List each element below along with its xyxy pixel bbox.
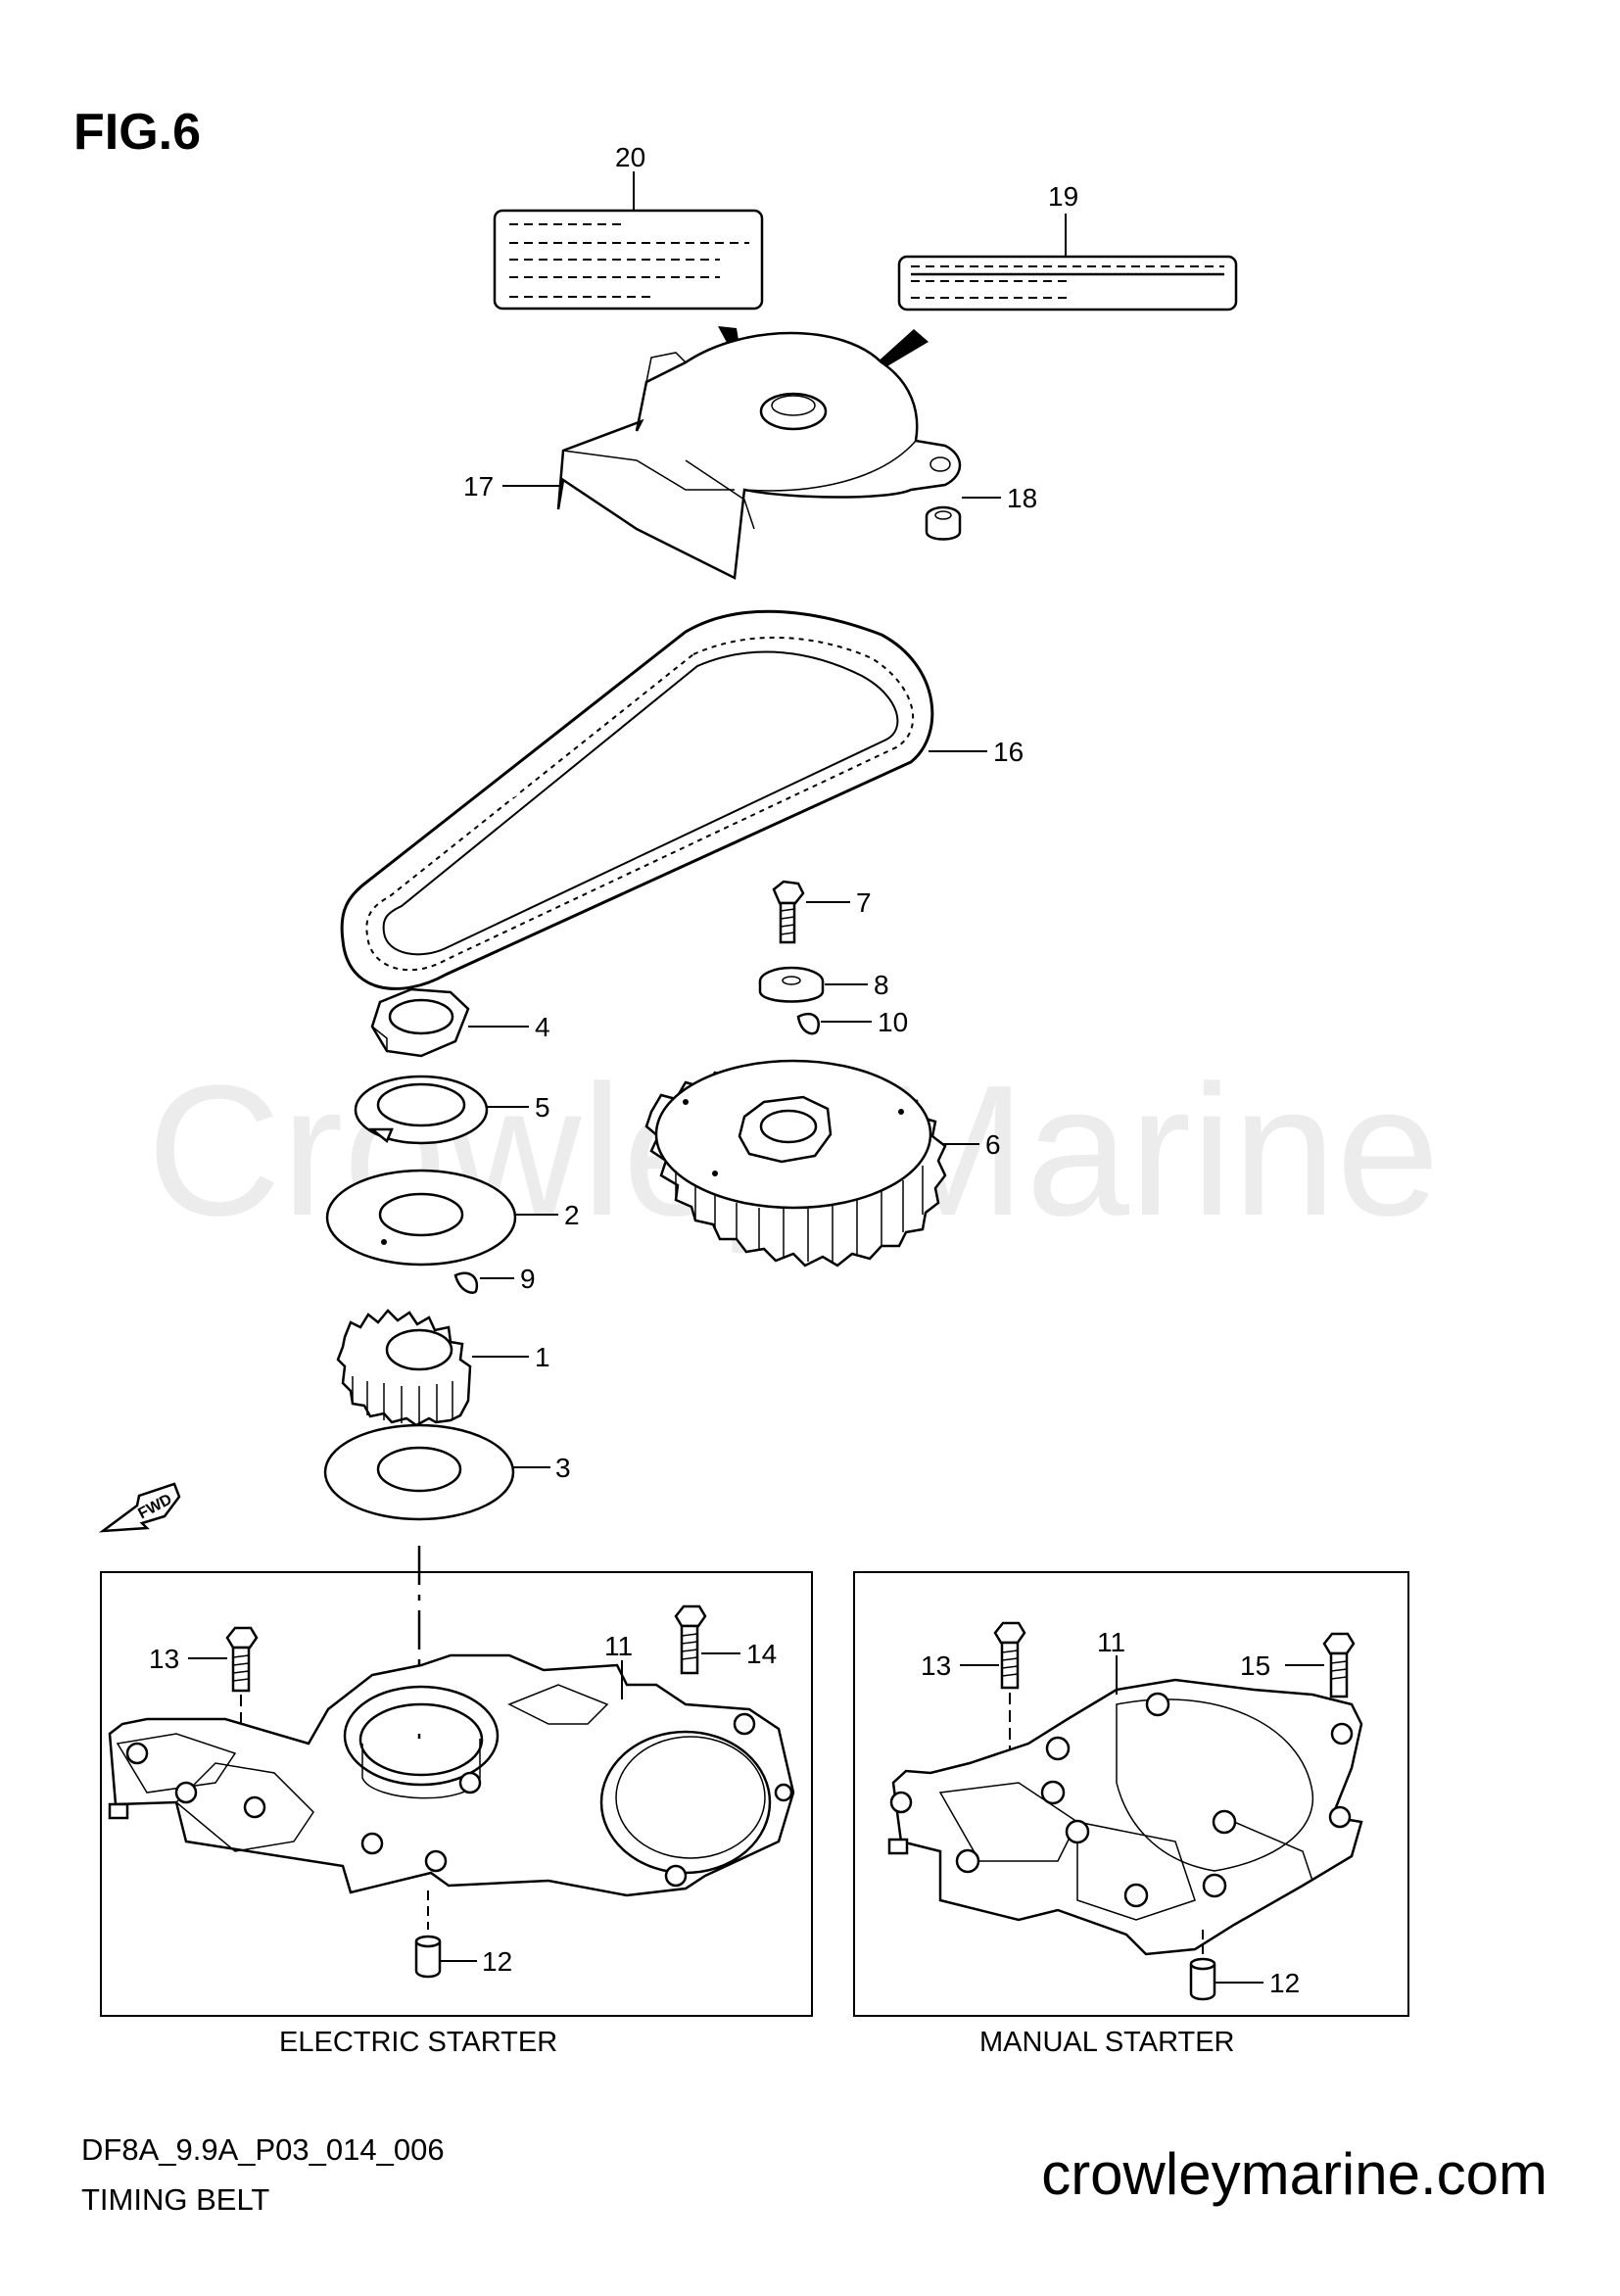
callout-20: 20 xyxy=(615,142,645,172)
diagram-code: DF8A_9.9A_P03_014_006 xyxy=(81,2132,445,2167)
callout-6: 6 xyxy=(985,1129,1001,1160)
callout-13-electric: 13 xyxy=(149,1644,179,1674)
part-timing-cover-17 xyxy=(556,331,962,580)
part-cylinder-cover-11-manual xyxy=(887,1678,1363,1956)
website-link[interactable]: crowleymarine.com xyxy=(1041,2141,1548,2207)
callout-10: 10 xyxy=(878,1007,908,1037)
part-cam-pulley-6 xyxy=(644,1059,947,1268)
inset-frame-manual xyxy=(853,1571,1409,2017)
callout-4: 4 xyxy=(535,1012,550,1042)
callout-18: 18 xyxy=(1007,483,1037,513)
part-nut-4 xyxy=(370,987,470,1058)
callout-16: 16 xyxy=(993,737,1024,767)
part-key-9 xyxy=(453,1271,479,1294)
callout-3: 3 xyxy=(555,1453,571,1483)
callout-19: 19 xyxy=(1048,181,1078,212)
callout-17: 17 xyxy=(463,471,494,502)
callout-12-manual: 12 xyxy=(1269,1968,1300,1998)
caption-electric-starter: ELECTRIC STARTER xyxy=(279,2027,557,2058)
caption-manual-starter: MANUAL STARTER xyxy=(979,2027,1235,2058)
callout-8: 8 xyxy=(874,970,889,1000)
callout-2: 2 xyxy=(564,1200,580,1230)
fwd-arrow-icon: FWD xyxy=(98,1482,181,1533)
part-bolt-14 xyxy=(674,1604,707,1675)
callout-9: 9 xyxy=(520,1264,536,1294)
figure-label: FIG.6 xyxy=(73,104,201,161)
part-dowel-12-manual xyxy=(1189,1930,1216,2001)
part-bolt-15 xyxy=(1322,1632,1356,1698)
callout-12-electric: 12 xyxy=(482,1946,512,1977)
part-label-19 xyxy=(897,255,1238,311)
part-bolt-7 xyxy=(772,880,805,944)
part-cylinder-cover-11-electric xyxy=(108,1653,795,1897)
part-plate-2 xyxy=(325,1169,517,1267)
part-key-10 xyxy=(796,1012,820,1035)
callout-15: 15 xyxy=(1240,1650,1270,1681)
callout-1: 1 xyxy=(535,1342,550,1372)
callout-13-manual: 13 xyxy=(921,1650,951,1681)
part-plate-3 xyxy=(323,1423,515,1521)
callout-5: 5 xyxy=(535,1092,550,1123)
part-washer-5 xyxy=(354,1075,489,1145)
part-bolt-13-electric xyxy=(225,1626,259,1758)
callout-7: 7 xyxy=(856,887,872,918)
inset-frame-electric xyxy=(100,1571,813,2017)
part-washer-8 xyxy=(758,966,825,1003)
part-label-20 xyxy=(493,209,764,311)
callout-14: 14 xyxy=(746,1639,777,1669)
part-crank-pulley-1 xyxy=(336,1309,472,1427)
part-dowel-12-electric xyxy=(414,1890,442,1979)
part-grommet-18 xyxy=(925,505,962,541)
diagram-title: TIMING BELT xyxy=(81,2182,269,2217)
part-bolt-13-manual xyxy=(993,1621,1026,1793)
callout-11-electric: 11 xyxy=(604,1631,633,1661)
part-timing-belt-16 xyxy=(340,609,934,990)
callout-11-manual: 11 xyxy=(1097,1627,1125,1657)
